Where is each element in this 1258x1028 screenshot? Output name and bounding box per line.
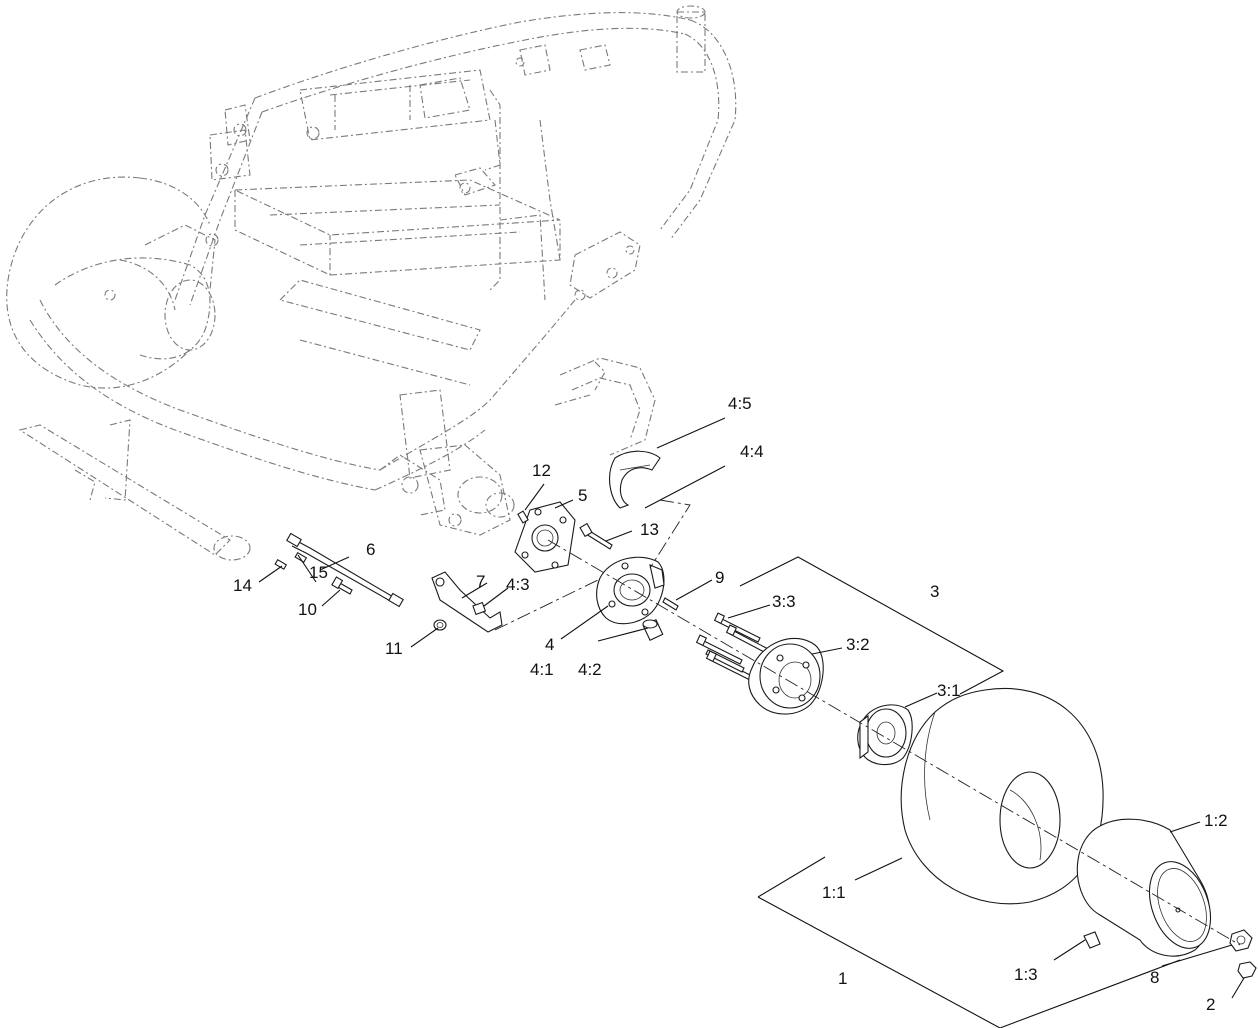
phantom-frame xyxy=(6,5,737,561)
part-4-caliper xyxy=(596,556,665,625)
part-4-3-clip xyxy=(472,601,487,616)
part-5-bracket xyxy=(514,501,576,573)
callout-14: 14 xyxy=(233,576,252,595)
callout-labels: 4:5 4:4 12 5 13 6 14 15 10 7 4:3 9 3 3:3… xyxy=(233,394,1228,1014)
part-3-3-studs xyxy=(695,612,771,681)
leader-lines xyxy=(258,417,1245,999)
part-14-pin xyxy=(274,559,288,570)
callout-1-3: 1:3 xyxy=(1014,965,1038,984)
callout-6: 6 xyxy=(366,540,375,559)
part-8-lugnut xyxy=(1229,929,1253,952)
part-12-bolt xyxy=(517,510,529,524)
callout-2: 2 xyxy=(1206,995,1215,1014)
callout-3-1: 3:1 xyxy=(937,681,961,700)
part-11-nut xyxy=(433,619,447,631)
part-1-2-rim xyxy=(1076,818,1212,957)
part-15-pin xyxy=(294,552,308,563)
part-4-5-shield xyxy=(609,450,661,509)
callout-1: 1 xyxy=(838,969,847,988)
callout-12: 12 xyxy=(532,461,551,480)
callout-1-1: 1:1 xyxy=(822,883,846,902)
part-6-rod xyxy=(286,532,404,608)
callout-8: 8 xyxy=(1150,968,1159,987)
group-bracket-1 xyxy=(757,856,1181,1028)
callout-13: 13 xyxy=(640,520,659,539)
assembly-centerlines xyxy=(494,499,1241,946)
group-bracket-3 xyxy=(739,556,1005,695)
callout-4-5: 4:5 xyxy=(728,394,752,413)
part-3-1-hub xyxy=(857,704,913,766)
callout-4: 4 xyxy=(545,635,554,654)
callout-3-3: 3:3 xyxy=(772,592,796,611)
callout-7: 7 xyxy=(476,572,485,591)
callout-3: 3 xyxy=(930,582,939,601)
part-4-2-stud xyxy=(642,619,664,641)
part-9-bolt xyxy=(662,597,679,611)
callout-4-4: 4:4 xyxy=(740,442,764,461)
part-2-nut xyxy=(1237,961,1257,979)
callout-4-1: 4:1 xyxy=(530,660,554,679)
callout-11: 11 xyxy=(385,639,403,658)
callout-4-3: 4:3 xyxy=(506,575,530,594)
callout-10: 10 xyxy=(298,600,317,619)
part-3-2-spacer xyxy=(748,637,824,715)
callout-15: 15 xyxy=(309,563,328,582)
callout-3-2: 3:2 xyxy=(846,635,870,654)
callout-5: 5 xyxy=(578,486,587,505)
part-1-1-tire xyxy=(900,688,1104,905)
part-10-bolt xyxy=(331,576,353,595)
part-1-3-valve xyxy=(1083,931,1101,949)
callout-1-2: 1:2 xyxy=(1204,811,1228,830)
callout-9: 9 xyxy=(715,568,724,587)
callout-4-2: 4:2 xyxy=(578,660,602,679)
part-13-bolt xyxy=(579,522,613,550)
wheel-motor-phantom xyxy=(419,444,515,536)
